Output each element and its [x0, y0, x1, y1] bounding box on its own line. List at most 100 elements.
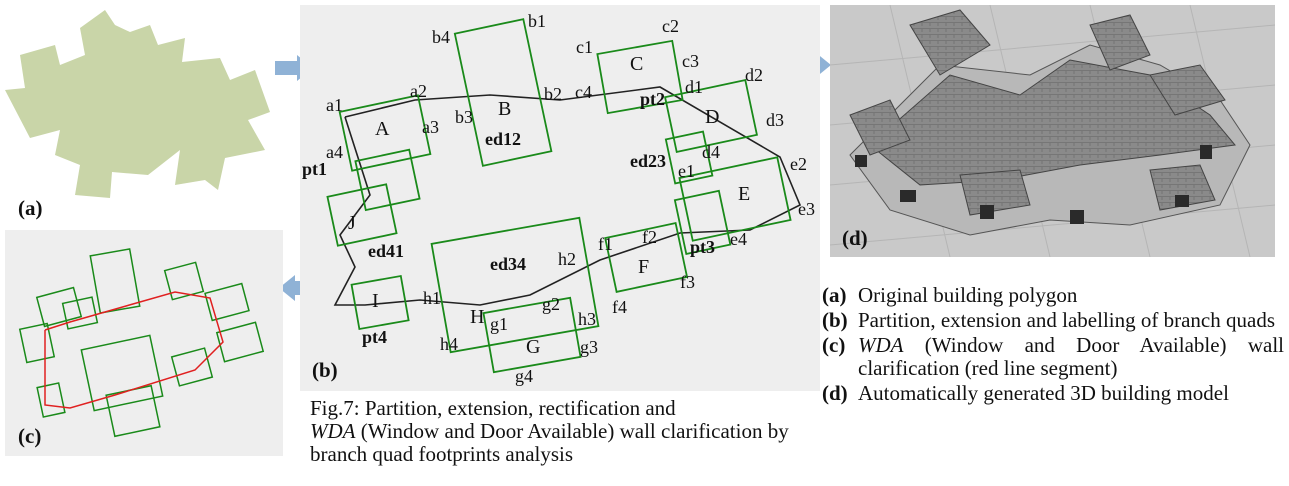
- original-polygon-panel: [5, 10, 270, 198]
- corner-label: d1: [685, 77, 703, 97]
- corner-label: h1: [423, 288, 441, 308]
- panel-label-a: (a): [18, 196, 43, 220]
- legend-item: (c) WDA (Window and Door Available) wall…: [822, 334, 1284, 380]
- window: [1175, 195, 1189, 207]
- corner-label: b2: [544, 84, 562, 104]
- quad-I: [350, 274, 410, 331]
- edge-label: ed34: [490, 254, 526, 274]
- quad-outline: [170, 347, 214, 387]
- wda-clarification-panel: [5, 230, 283, 456]
- corner-label: h4: [440, 334, 458, 354]
- corner-label: a4: [326, 142, 343, 162]
- quad-label-J: J: [348, 212, 356, 234]
- legend-text: Partition, extension and labelling of br…: [858, 308, 1275, 332]
- legend-text-rest: (Window and Door Available) wall clarifi…: [858, 333, 1284, 380]
- quad-C: [596, 39, 684, 115]
- quad-outline: [80, 334, 164, 412]
- original-building-polygon: [5, 10, 270, 198]
- quad-label-E: E: [738, 183, 750, 205]
- corner-label: h3: [578, 309, 596, 329]
- point-label: pt2: [640, 89, 665, 109]
- legend-key: (c): [822, 333, 846, 357]
- quad-D: [664, 79, 758, 153]
- corner-label: a1: [326, 95, 343, 115]
- corner-label: d2: [745, 65, 763, 85]
- legend-key: (a): [822, 283, 847, 307]
- corner-label: e4: [730, 229, 747, 249]
- wda-wall-segment: [44, 291, 224, 409]
- corner-label: f4: [612, 297, 627, 317]
- legend-text: WDA (Window and Door Available) wall cla…: [858, 334, 1284, 380]
- quad-extension: [354, 148, 421, 212]
- quad-B: [453, 18, 553, 167]
- quad-H: [430, 216, 600, 354]
- quad-label-C: C: [630, 53, 643, 75]
- corner-label: g1: [490, 314, 508, 334]
- building-outline: [333, 86, 802, 306]
- building-model: [849, 9, 1251, 236]
- quad-G: [482, 296, 582, 374]
- corner-label: b4: [432, 27, 450, 47]
- edge-label: ed12: [485, 129, 521, 149]
- quad-label-H: H: [470, 306, 484, 328]
- point-label: pt4: [362, 327, 387, 347]
- caption-prefix: Fig.7: Partition, extension, rectificati…: [310, 396, 676, 420]
- panel-label-b: (b): [312, 358, 338, 382]
- legend-item: (d) Automatically generated 3D building …: [822, 382, 1284, 405]
- 3d-model-panel: (d): [830, 5, 1275, 257]
- panel-label-c: (c): [18, 424, 42, 448]
- legend-item: (b) Partition, extension and labelling o…: [822, 309, 1284, 332]
- quad-outline: [35, 286, 83, 328]
- corner-label: g4: [515, 366, 533, 386]
- corner-label: g3: [580, 337, 598, 357]
- corner-label: c3: [682, 51, 699, 71]
- quad-outline: [36, 382, 66, 418]
- quad-E: [678, 156, 792, 242]
- legend-key: (d): [822, 381, 848, 405]
- point-label: pt1: [302, 159, 327, 179]
- legend-item: (a) Original building polygon: [822, 284, 1284, 307]
- panel-label-d: (d): [842, 226, 868, 250]
- corner-label: e2: [790, 154, 807, 174]
- point-label: pt3: [690, 237, 715, 257]
- quad-label-A: A: [375, 118, 390, 140]
- legend-text: Original building polygon: [858, 283, 1078, 307]
- quad-label-F: F: [638, 256, 649, 278]
- legend-key: (b): [822, 308, 848, 332]
- corner-label: c4: [575, 82, 592, 102]
- quad-label-D: D: [705, 106, 719, 128]
- quad-outline: [215, 321, 265, 363]
- corner-label: e1: [678, 161, 695, 181]
- window: [980, 205, 994, 219]
- quad-extension: [664, 130, 714, 185]
- quad-J: [326, 183, 398, 247]
- corner-label: g2: [542, 294, 560, 314]
- quad-outline: [61, 296, 99, 330]
- corner-label: h2: [558, 249, 576, 269]
- quad-extension: [673, 189, 732, 256]
- corner-label: b1: [528, 11, 546, 31]
- caption-rest: (Window and Door Available) wall clarifi…: [310, 419, 789, 466]
- corner-label: a2: [410, 81, 427, 101]
- quad-label-G: G: [526, 336, 540, 358]
- figure-caption: Fig.7: Partition, extension, rectificati…: [310, 397, 830, 466]
- corner-label: f2: [642, 227, 657, 247]
- legend: (a) Original building polygon (b) Partit…: [822, 284, 1284, 407]
- corner-label: d3: [766, 110, 784, 130]
- quad-F: [604, 222, 689, 293]
- corner-label: a3: [422, 117, 439, 137]
- quad-label-I: I: [372, 290, 379, 312]
- window: [1200, 145, 1212, 159]
- quad-A: [338, 94, 432, 172]
- partition-panel: A B C D E F G H I J a1 a2 a3 a4 b1 b2 b3…: [300, 5, 820, 391]
- window: [900, 190, 916, 202]
- legend-text: Automatically generated 3D building mode…: [858, 381, 1229, 405]
- edge-label: ed23: [630, 151, 666, 171]
- window: [855, 155, 867, 167]
- corner-label: b3: [455, 107, 473, 127]
- caption-italic: WDA: [310, 419, 356, 443]
- legend-italic: WDA: [858, 333, 904, 357]
- corner-label: f3: [680, 272, 695, 292]
- window: [1070, 210, 1084, 224]
- corner-label: f1: [598, 234, 613, 254]
